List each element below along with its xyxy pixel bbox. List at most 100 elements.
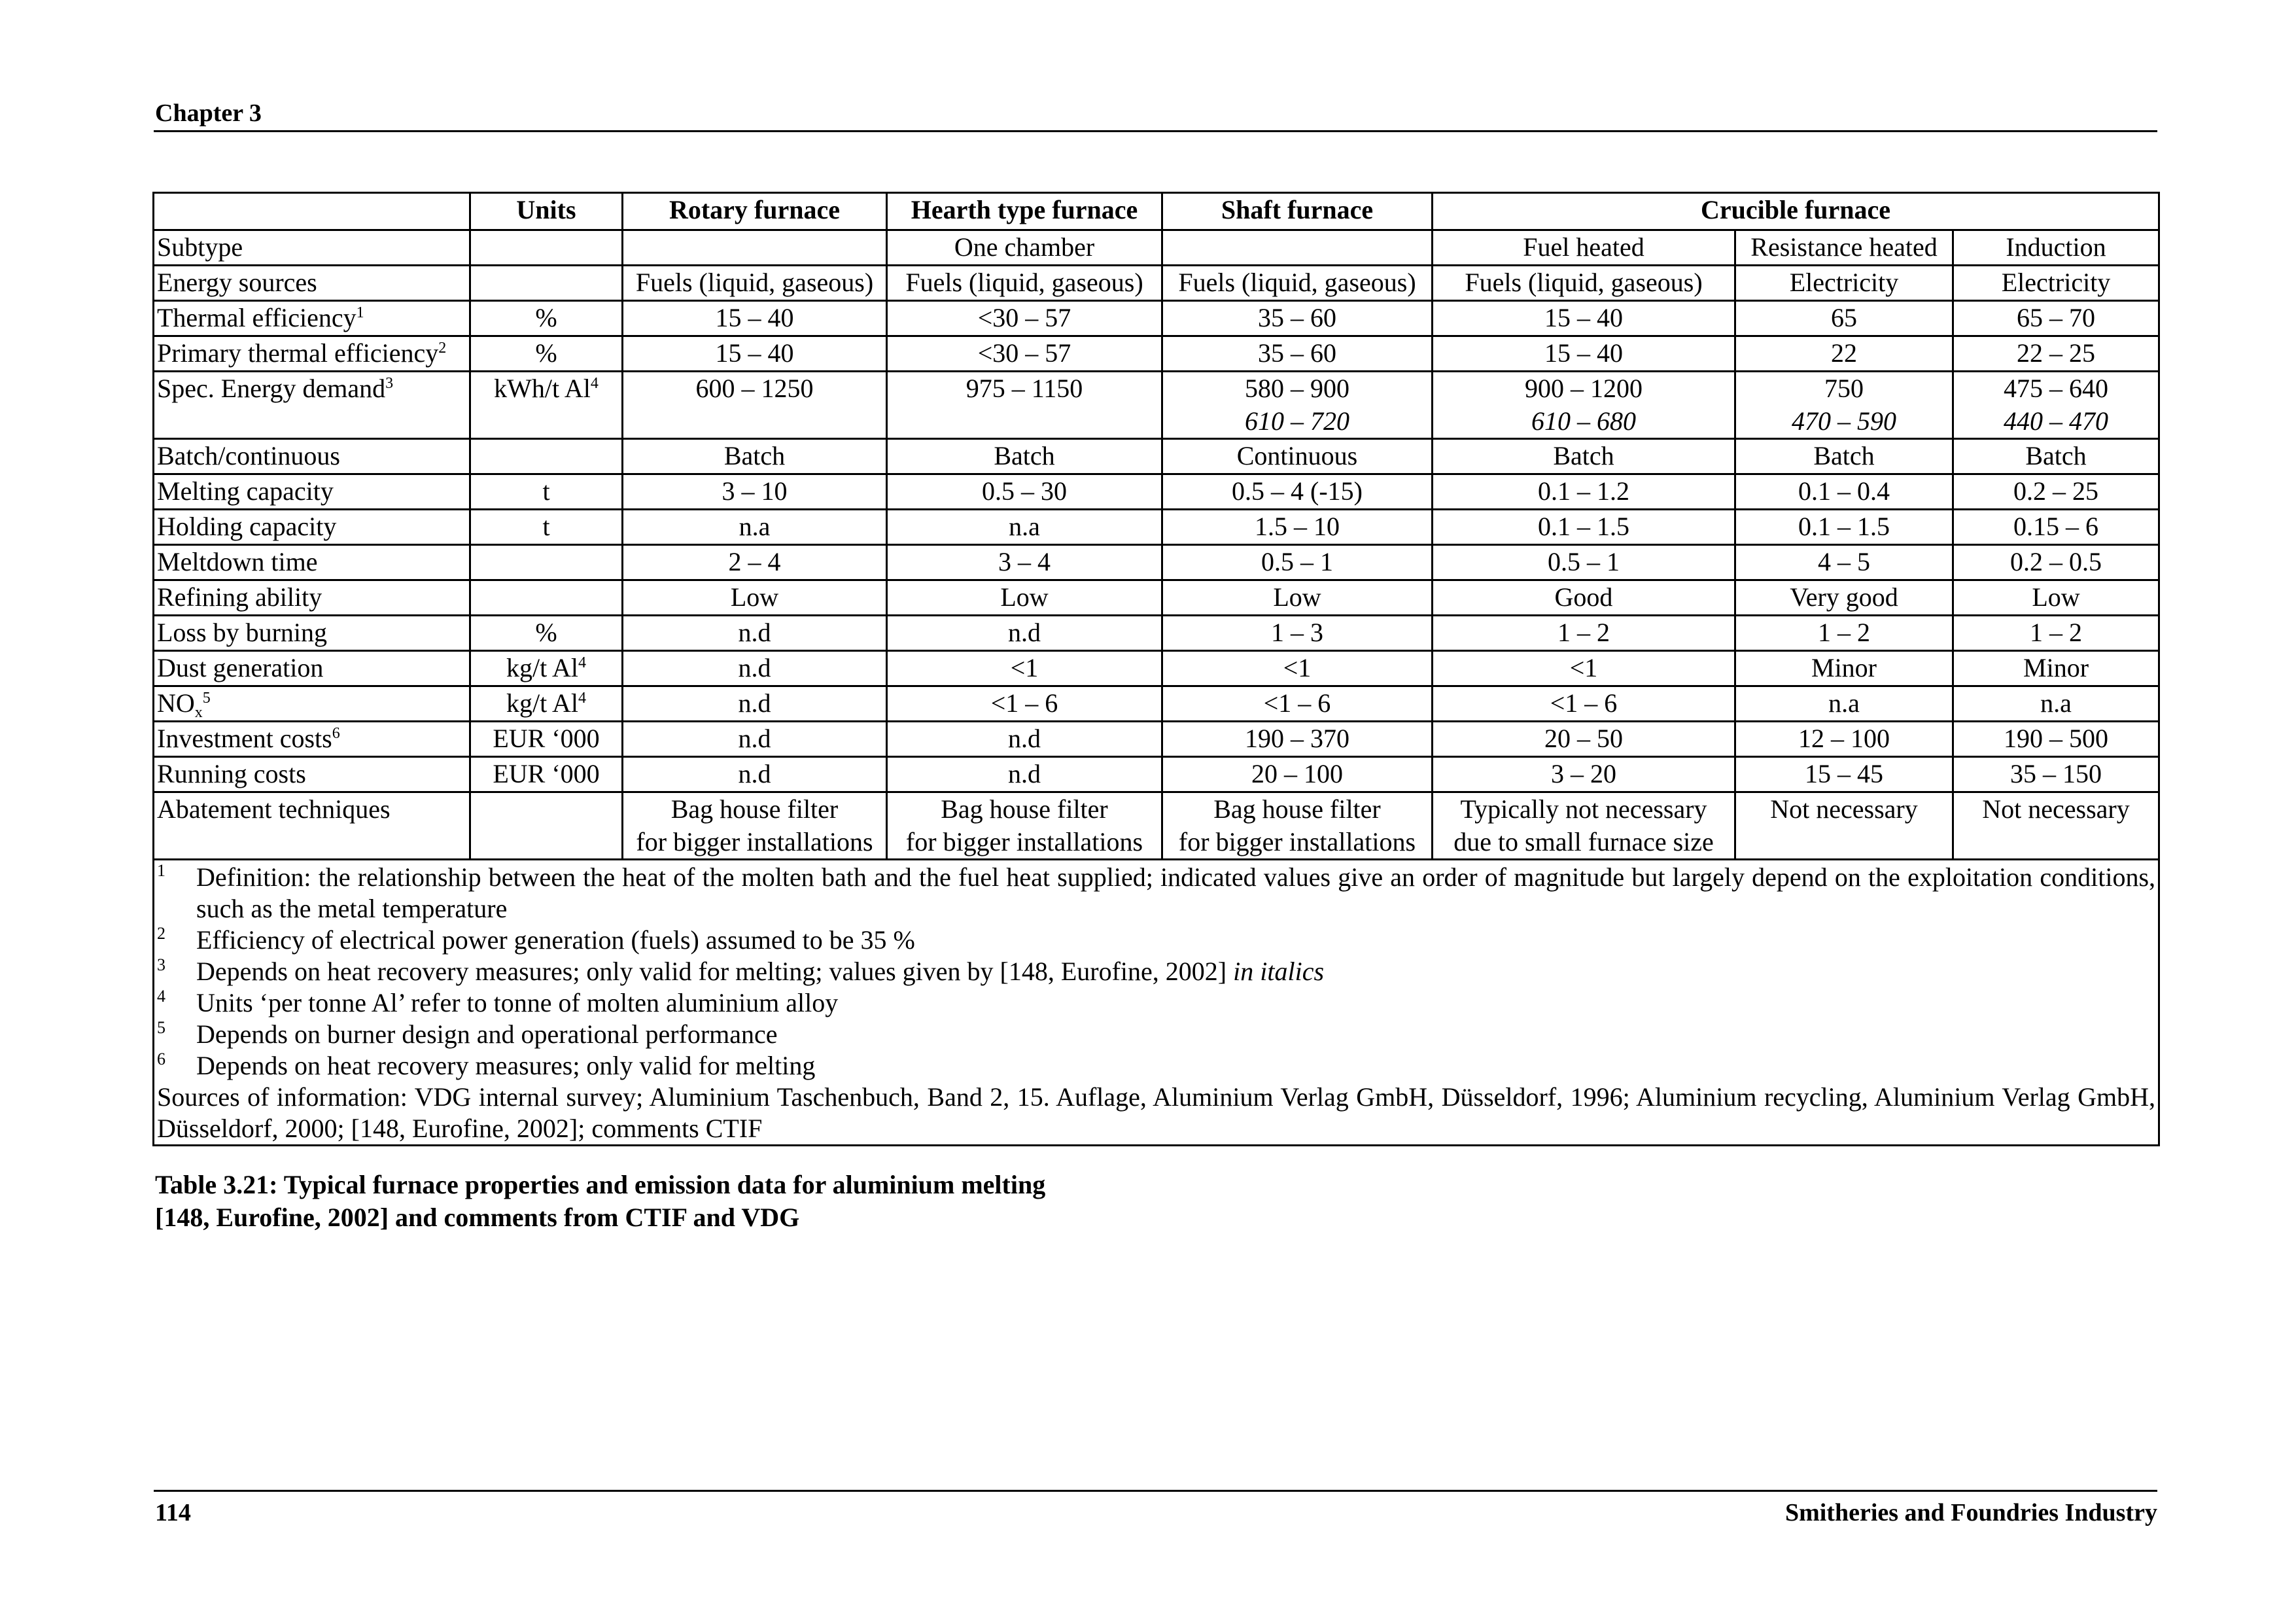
- row-label: Spec. Energy demand3: [152, 370, 471, 440]
- cell-value: Batch: [2025, 441, 2087, 470]
- cell-value: 35 – 60: [1258, 303, 1336, 332]
- cell-crucible-induction: 190 – 500: [1951, 720, 2161, 758]
- cell-crucible-fuel: <1 – 6: [1431, 685, 1736, 722]
- footnote-number: 6: [157, 1049, 165, 1068]
- units-footnote-ref: 4: [578, 690, 587, 707]
- cell-shaft: Fuels (liquid, gaseous): [1161, 264, 1433, 302]
- table-caption: Table 3.21: Typical furnace properties a…: [155, 1169, 1045, 1234]
- cell-crucible-fuel: 20 – 50: [1431, 720, 1736, 758]
- footnote-text: Definition: the relationship between the…: [196, 862, 2156, 923]
- cell-value: Good: [1554, 582, 1613, 612]
- cell-value: Typically not necessary: [1460, 794, 1707, 824]
- cell-value: 900 – 1200: [1525, 374, 1643, 403]
- cell-rotary: Low: [621, 579, 888, 616]
- cell-value: n.a: [739, 512, 771, 541]
- header-units: Units: [469, 192, 623, 231]
- cell-value: 35 – 60: [1258, 338, 1336, 368]
- cell-value: <30 – 57: [977, 303, 1071, 332]
- row-label-text: Refining ability: [157, 582, 322, 612]
- cell-value: 20 – 100: [1251, 759, 1343, 788]
- units-text: %: [535, 303, 557, 332]
- units-text: %: [535, 338, 557, 368]
- cell-units: [469, 438, 623, 475]
- footnote-number: 2: [157, 924, 165, 943]
- cell-value: 15 – 45: [1805, 759, 1883, 788]
- cell-crucible-fuel: 900 – 1200 610 – 680: [1431, 370, 1736, 440]
- cell-crucible-fuel: 0.1 – 1.5: [1431, 508, 1736, 546]
- row-label: Refining ability: [152, 579, 471, 616]
- cell-shaft: 35 – 60: [1161, 335, 1433, 372]
- cell-value: n.a: [2040, 688, 2072, 718]
- units-text: kg/t Al: [506, 688, 579, 718]
- cell-crucible-induction: n.a: [1951, 685, 2161, 722]
- header-crucible: Crucible furnace: [1431, 192, 2161, 231]
- cell-value: 0.5 – 1: [1261, 547, 1333, 576]
- cell-hearth: 0.5 – 30: [886, 473, 1163, 510]
- cell-crucible-resistance: n.a: [1734, 685, 1954, 722]
- cell-value-line2: for bigger installations: [905, 827, 1143, 856]
- cell-value: Continuous: [1236, 441, 1358, 470]
- header-rule: [154, 130, 2157, 132]
- units-text: t: [542, 476, 550, 506]
- cell-crucible-fuel: Fuel heated: [1431, 229, 1736, 266]
- cell-value: n.d: [1008, 759, 1041, 788]
- cell-crucible-fuel: Batch: [1431, 438, 1736, 475]
- footnote: 1 Definition: the relationship between th…: [157, 861, 2156, 925]
- cell-units: EUR ‘000: [469, 720, 623, 758]
- cell-units: [469, 579, 623, 616]
- footnote-number: 1: [157, 861, 165, 880]
- cell-value: 580 – 900: [1245, 374, 1349, 403]
- cell-value-italic: 610 – 680: [1531, 406, 1636, 436]
- cell-shaft: 20 – 100: [1161, 756, 1433, 793]
- cell-value: Fuels (liquid, gaseous): [1465, 268, 1703, 297]
- cell-value: Bag house filter: [941, 794, 1108, 824]
- row-label-text: Running costs: [157, 759, 306, 788]
- cell-value: 0.5 – 30: [982, 476, 1067, 506]
- units-text: EUR ‘000: [493, 724, 600, 753]
- cell-value: n.d: [738, 618, 771, 647]
- cell-value: 15 – 40: [715, 338, 794, 368]
- cell-units: [469, 544, 623, 581]
- cell-crucible-induction: Not necessary: [1951, 791, 2161, 860]
- cell-value: <1 – 6: [990, 688, 1058, 718]
- cell-crucible-induction: Batch: [1951, 438, 2161, 475]
- cell-value: 3 – 4: [998, 547, 1051, 576]
- cell-crucible-induction: 1 – 2: [1951, 614, 2161, 652]
- row-label-subscript: x: [194, 704, 203, 721]
- row-label-text: Melting capacity: [157, 476, 334, 506]
- cell-crucible-fuel: 3 – 20: [1431, 756, 1736, 793]
- cell-value: n.d: [1008, 724, 1041, 753]
- row-label-footnote-ref: 3: [385, 375, 394, 392]
- cell-crucible-induction: 65 – 70: [1951, 300, 2161, 337]
- units-footnote-ref: 4: [578, 654, 587, 671]
- cell-value: 1 – 2: [1557, 618, 1610, 647]
- cell-value: Batch: [1813, 441, 1875, 470]
- footnote-number: 5: [157, 1018, 165, 1037]
- cell-value: 1.5 – 10: [1255, 512, 1340, 541]
- cell-hearth: <1 – 6: [886, 685, 1163, 722]
- cell-value: 65 – 70: [2017, 303, 2096, 332]
- row-label-text: Loss by burning: [157, 618, 327, 647]
- cell-crucible-induction: 0.2 – 0.5: [1951, 544, 2161, 581]
- row-label: Meltdown time: [152, 544, 471, 581]
- row-label-footnote-ref: 6: [332, 725, 340, 742]
- cell-shaft: 1.5 – 10: [1161, 508, 1433, 546]
- cell-value: <1: [1010, 653, 1039, 682]
- cell-hearth: 3 – 4: [886, 544, 1163, 581]
- cell-value: Electricity: [2001, 268, 2111, 297]
- cell-hearth: One chamber: [886, 229, 1163, 266]
- cell-value: <1 – 6: [1550, 688, 1618, 718]
- footer-rule: [154, 1490, 2157, 1492]
- cell-shaft: <1: [1161, 650, 1433, 687]
